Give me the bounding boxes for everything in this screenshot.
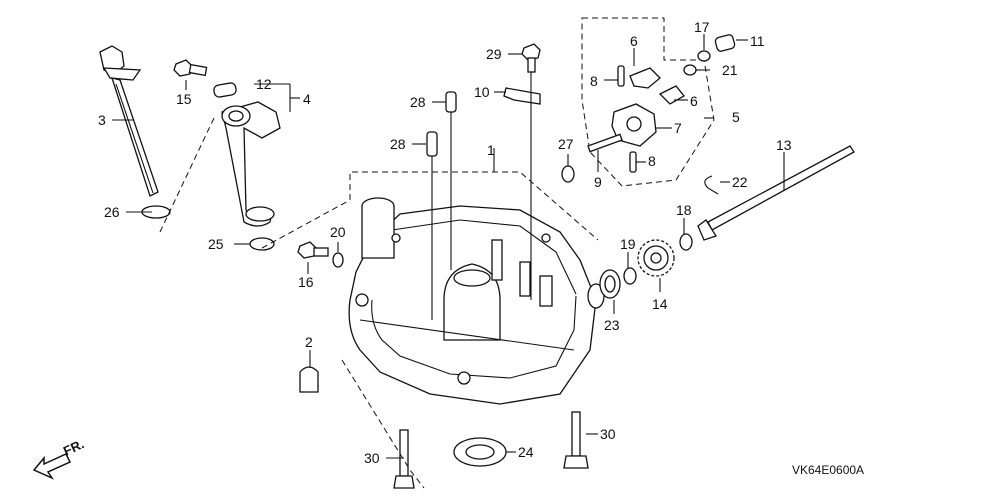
- callout-28a[interactable]: 28: [410, 94, 426, 110]
- callout-12[interactable]: 12: [256, 76, 272, 92]
- callout-8a[interactable]: 8: [590, 73, 598, 89]
- plate-10: [503, 87, 541, 105]
- bolt-29: [521, 43, 541, 73]
- oil-seal-24: [453, 437, 507, 467]
- washer-17: [697, 50, 711, 62]
- callout-13[interactable]: 13: [776, 137, 792, 153]
- governor-group-outline: [581, 17, 715, 187]
- diagram-code: VK64E0600A: [792, 463, 864, 477]
- bolt-16: [297, 241, 329, 259]
- callout-19[interactable]: 19: [620, 236, 636, 252]
- callout-18[interactable]: 18: [676, 202, 692, 218]
- callout-9[interactable]: 9: [594, 174, 602, 190]
- gear-14: [637, 239, 675, 277]
- callout-6b[interactable]: 6: [690, 93, 698, 109]
- crankcase-cover: [348, 197, 605, 405]
- callout-24[interactable]: 24: [518, 444, 534, 460]
- callout-21[interactable]: 21: [722, 62, 738, 78]
- clip-22: [704, 175, 719, 195]
- group-line-oil-tube: [159, 117, 351, 249]
- shaft-13: [697, 145, 855, 241]
- callout-26[interactable]: 26: [104, 204, 120, 220]
- callout-23[interactable]: 23: [604, 317, 620, 333]
- washer-19: [623, 267, 637, 285]
- callout-7[interactable]: 7: [674, 120, 682, 136]
- callout-16[interactable]: 16: [298, 274, 314, 290]
- washer-21: [683, 64, 697, 76]
- callout-28b[interactable]: 28: [390, 136, 406, 152]
- sleeve-12: [213, 82, 237, 98]
- callout-15[interactable]: 15: [176, 91, 192, 107]
- callout-22[interactable]: 22: [732, 174, 748, 190]
- breather-2: [299, 366, 319, 393]
- governor-gear-7: [611, 67, 685, 147]
- washer-27: [561, 165, 575, 183]
- callout-30b[interactable]: 30: [600, 426, 616, 442]
- group-line-lower: [341, 359, 425, 489]
- callout-3[interactable]: 3: [98, 112, 106, 128]
- callout-20[interactable]: 20: [330, 224, 346, 240]
- washer-20: [332, 252, 344, 268]
- callout-25[interactable]: 25: [208, 236, 224, 252]
- callout-11[interactable]: 11: [750, 33, 765, 49]
- governor-shaft-9: [587, 133, 623, 153]
- callout-6a[interactable]: 6: [630, 33, 638, 49]
- governor-slider-11: [714, 34, 736, 52]
- callout-10[interactable]: 10: [474, 84, 490, 100]
- bearing-23: [599, 269, 621, 299]
- callout-17[interactable]: 17: [694, 19, 710, 35]
- bolt-15: [173, 59, 208, 77]
- flange-bolt-30-left: [393, 429, 415, 489]
- front-direction-label: FR.: [61, 436, 86, 458]
- dowel-pin-28-upper: [445, 91, 457, 113]
- dipstick: [99, 45, 159, 197]
- dowel-pin-28-lower: [426, 131, 438, 157]
- callout-30a[interactable]: 30: [364, 450, 380, 466]
- washer-18: [679, 233, 693, 251]
- group-line-crankcase: [349, 171, 599, 241]
- o-ring-25: [249, 237, 275, 251]
- callout-8b[interactable]: 8: [648, 153, 656, 169]
- callout-29[interactable]: 29: [486, 46, 502, 62]
- front-direction-arrow: FR.: [32, 436, 86, 480]
- callout-4[interactable]: 4: [303, 91, 311, 107]
- leader-lines: [112, 34, 785, 459]
- oil-filler-tube: [221, 101, 281, 227]
- callout-5[interactable]: 5: [732, 109, 740, 125]
- callout-14[interactable]: 14: [652, 296, 668, 312]
- flange-bolt-30-right: [563, 411, 589, 469]
- callout-27[interactable]: 27: [558, 136, 574, 152]
- pin-8-lower: [629, 151, 637, 173]
- pin-8-upper: [617, 65, 625, 87]
- callout-2[interactable]: 2: [305, 334, 313, 350]
- callout-1[interactable]: 1: [487, 142, 495, 158]
